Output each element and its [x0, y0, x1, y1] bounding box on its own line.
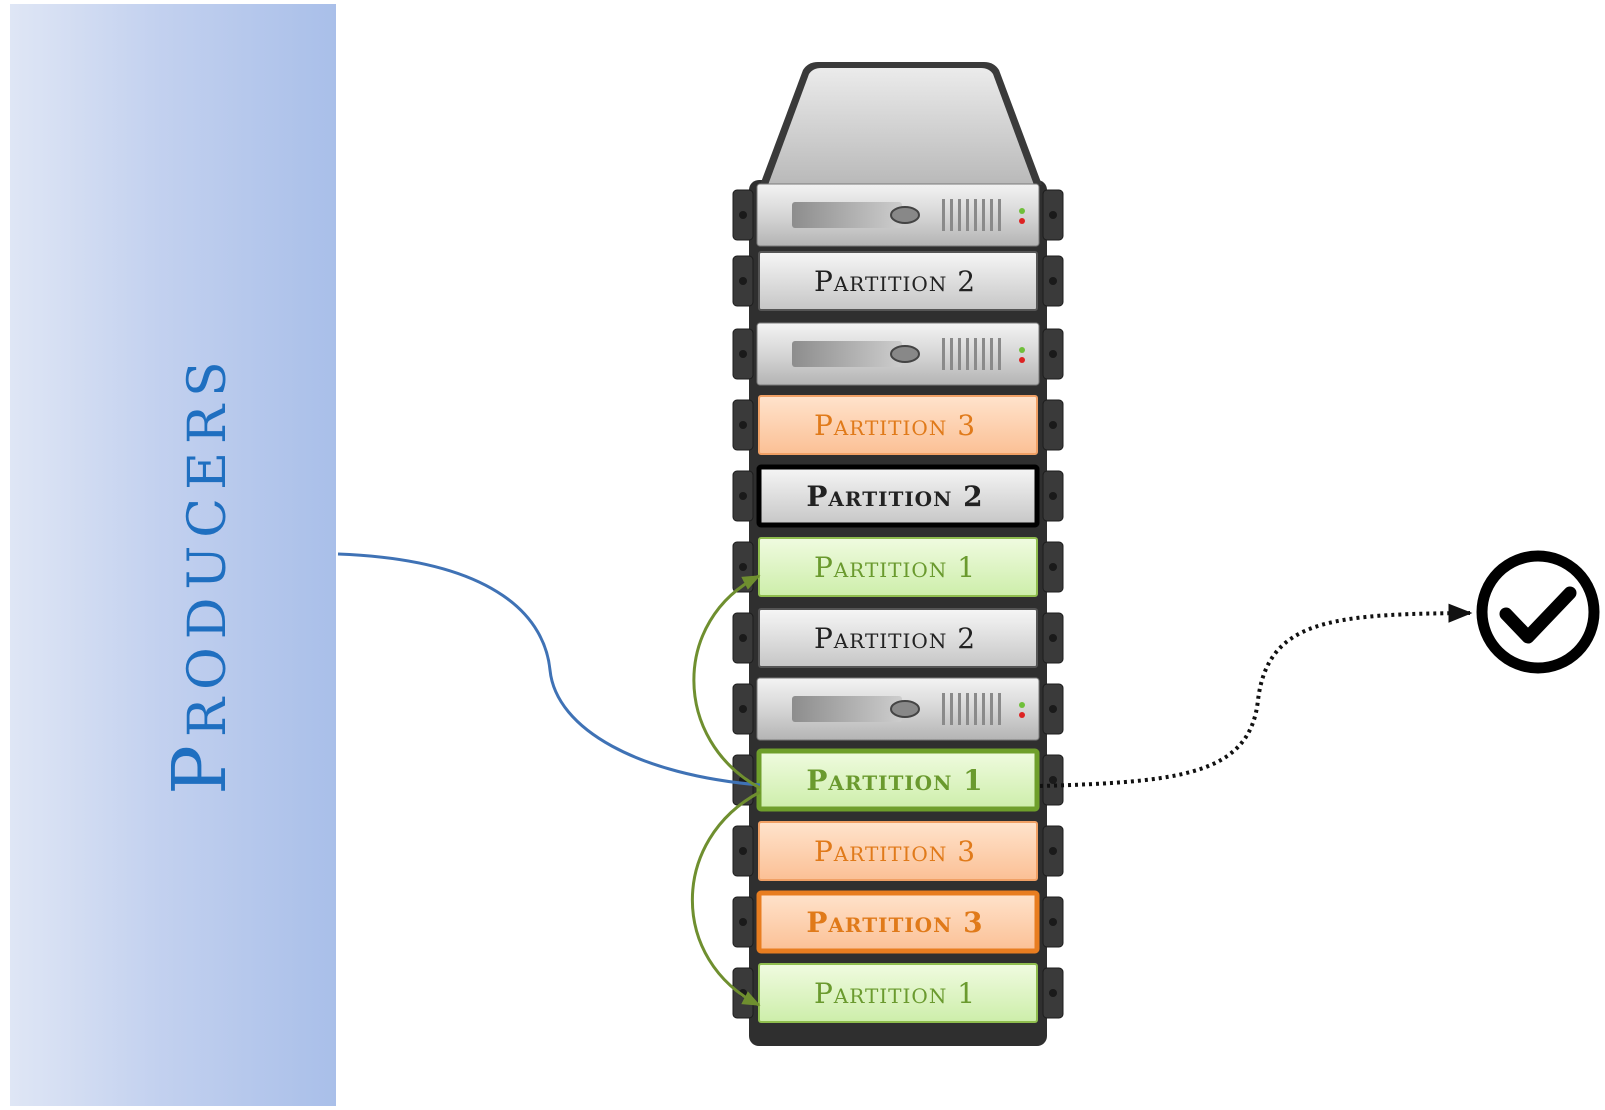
- rack-ear-knob: [739, 563, 747, 571]
- server-unit: [756, 322, 1040, 386]
- acknowledgement-link: [1039, 603, 1473, 788]
- partition-1-replica-label: Partition 1: [813, 550, 977, 584]
- partition-2-replica-block: [758, 608, 1038, 668]
- rack-ear-knob: [1049, 705, 1057, 713]
- rack-ear-knob: [1049, 634, 1057, 642]
- rack-ear-knob: [1049, 492, 1057, 500]
- partition-3-replica-label: Partition 3: [813, 408, 977, 442]
- partition-2-leader-label: Partition 2: [806, 479, 984, 513]
- rack-ear-knob: [739, 211, 747, 219]
- rack-ear-knob: [1049, 847, 1057, 855]
- server-unit: [756, 183, 1040, 247]
- partition-3-replica-block: [758, 821, 1038, 881]
- rack-ear-knob: [739, 421, 747, 429]
- rack-ear-knob: [739, 705, 747, 713]
- rack-ear-knob: [1049, 563, 1057, 571]
- rack-ear-knob: [1049, 421, 1057, 429]
- rack-ear-knob: [739, 492, 747, 500]
- rack-ear-knob: [739, 918, 747, 926]
- rack-ear-knob: [1049, 989, 1057, 997]
- replication-arrow-lower: [690, 790, 761, 1007]
- producer-write-link: [337, 552, 761, 787]
- rack-ear-knob: [1049, 277, 1057, 285]
- partition-3-leader-block: [756, 890, 1040, 954]
- partition-2-replica-label: Partition 2: [813, 621, 977, 655]
- rack-ear-knob: [739, 277, 747, 285]
- checkmark-circle-icon: [1476, 550, 1600, 674]
- rack-ear-knob: [739, 634, 747, 642]
- producers-panel: Producers: [10, 4, 336, 1106]
- server-unit: [756, 677, 1040, 741]
- partition-3-replica-block: [758, 395, 1038, 455]
- partition-3-leader-label: Partition 3: [806, 905, 984, 939]
- rack-ear-knob: [1049, 350, 1057, 358]
- partition-2-replica-block: [758, 251, 1038, 311]
- partition-1-leader-block: [756, 748, 1040, 812]
- partition-1-replica-block: [758, 537, 1038, 597]
- partition-2-replica-label: Partition 2: [813, 264, 977, 298]
- rack-ear-knob: [1049, 211, 1057, 219]
- partition-2-leader-block: [756, 464, 1040, 528]
- partition-1-leader-label: Partition 1: [806, 763, 984, 797]
- rack-ear-knob: [739, 350, 747, 358]
- partition-1-replica-label: Partition 1: [813, 976, 977, 1010]
- rack-ear-knob: [1049, 918, 1057, 926]
- partition-3-replica-label: Partition 3: [813, 834, 977, 868]
- rack-units: [732, 183, 1064, 1023]
- replication-arrow-upper: [692, 574, 761, 790]
- rack-ear-knob: [1049, 776, 1057, 784]
- rack-ear-knob: [739, 847, 747, 855]
- rack-top-cover: [768, 68, 1034, 185]
